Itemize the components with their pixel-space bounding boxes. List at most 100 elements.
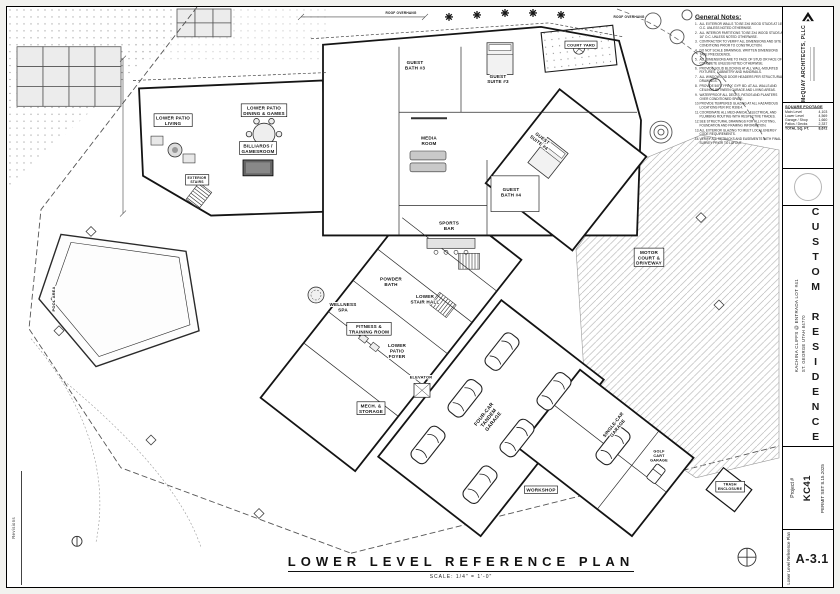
plan-title: LOWER LEVEL REFERENCE PLAN <box>287 554 635 572</box>
general-notes-list: 1.ALL EXTERIOR WALLS TO BE 2X6 WOOD STUD… <box>695 23 785 146</box>
room-label: ROOF OVERHANG <box>384 10 417 16</box>
svg-text:WORKSHOP: WORKSHOP <box>526 487 555 492</box>
svg-text:MECH. &STORAGE: MECH. &STORAGE <box>359 403 383 413</box>
general-note-item: 5.ALL DIMENSIONS ARE TO FACE OF STUD OR … <box>695 57 782 66</box>
svg-text:ROOF OVERHANG: ROOF OVERHANG <box>385 11 416 15</box>
general-note-item: 4.DO NOT SCALE DRAWINGS. WRITTEN DIMENSI… <box>695 49 778 57</box>
interior-walls <box>303 46 667 510</box>
general-notes-heading: General Notes: <box>695 13 742 21</box>
firm-section: McQUAY ARCHITECTS, PLLC <box>783 7 833 103</box>
room-label: BILLIARDS /GAMESROOM <box>239 141 277 155</box>
svg-text:BILLIARDS /GAMESROOM: BILLIARDS /GAMESROOM <box>242 143 275 153</box>
elevator-icon <box>413 382 431 398</box>
firepit-icon <box>150 135 196 164</box>
plan-caption: LOWER LEVEL REFERENCE PLAN SCALE: 1/4" =… <box>251 553 671 580</box>
sqft-row: TOTAL SQ. FT.8,672 <box>785 126 828 131</box>
general-note-item: 11.COORDINATE ALL MECHANICAL, ELECTRICAL… <box>695 111 777 119</box>
project-address: KACHINA CLIFFS @ ENTRADA LOT #41 ST. GEO… <box>794 279 806 373</box>
svg-text:GUESTSUITE #3: GUESTSUITE #3 <box>487 73 509 83</box>
plant-icon <box>528 8 538 18</box>
svg-text:POOL AREA: POOL AREA <box>50 286 55 311</box>
room-label: FITNESS &TRAINING ROOM <box>346 322 392 336</box>
general-notes: General Notes: 1.ALL EXTERIOR WALLS TO B… <box>695 11 785 187</box>
bed-icon <box>486 42 514 75</box>
paver-grid <box>16 8 232 107</box>
svg-text:ROOF OVERHANG: ROOF OVERHANG <box>613 15 644 19</box>
general-note-item: 8.PROVIDE 5/8" TYPE 'X' GYP. BD. AT ALL … <box>695 84 777 92</box>
project-number: KC41 <box>802 475 814 502</box>
billiards-table-icon <box>242 159 274 177</box>
plant-icon <box>472 10 482 20</box>
project-number-label: Project # <box>789 478 796 499</box>
svg-text:FITNESS &TRAINING ROOM: FITNESS &TRAINING ROOM <box>349 324 389 334</box>
project-title: CUSTOM RESIDENCE <box>809 205 822 446</box>
sheet-number: A-3.1 <box>795 551 829 566</box>
project-section: KACHINA CLIFFS @ ENTRADA LOT #41 ST. GEO… <box>783 206 833 447</box>
general-note-item: 6.PROVIDE SOLID BLOCKING AT ALL WALL-MOU… <box>695 66 779 75</box>
project-address-line1: KACHINA CLIFFS @ ENTRADA LOT #41 <box>794 279 800 373</box>
gym-equipment-icon <box>358 333 380 353</box>
plant-icon <box>556 10 566 20</box>
bar-counter-icon <box>426 238 476 255</box>
firm-address <box>809 46 815 81</box>
media-seating-icon <box>409 117 447 173</box>
general-note-item: 14.VERIFY ALL SETBACKS AND EASEMENTS WIT… <box>695 137 781 146</box>
sheet-number-section: Lower Level Reference Plan A-3.1 <box>783 530 833 587</box>
general-note-item: 9.WATERPROOF ALL DECKS, PATIOS AND PLANT… <box>695 93 778 101</box>
general-note-item: 12.SEE STRUCTURAL DRAWINGS FOR ALL FOOTI… <box>695 119 776 128</box>
general-note-item: 1.ALL EXTERIOR WALLS TO BE 2X6 WOOD STUD… <box>695 22 783 30</box>
firm-name: McQUAY ARCHITECTS, PLLC <box>800 25 807 102</box>
sheet-name: Lower Level Reference Plan <box>786 532 792 585</box>
svg-text:ELEVATOR: ELEVATOR <box>410 374 433 379</box>
property-line <box>28 7 352 554</box>
tree-icon <box>644 9 722 144</box>
general-note-item: 7.ALL WINDOW AND DOOR HEADERS PER STRUCT… <box>695 75 783 84</box>
terrain-layer <box>7 7 780 554</box>
grid-marker-icon <box>145 434 157 446</box>
revisions-label: Revisions <box>10 517 16 539</box>
room-label: POOL AREA <box>49 285 56 312</box>
north-arrow-icon <box>71 535 757 567</box>
room-label: ROOF OVERHANG <box>612 14 645 20</box>
permit-set-label: PERMIT SET 8.15.2025 <box>819 463 825 513</box>
project-number-section: Project # KC41 PERMIT SET 8.15.2025 <box>783 447 833 531</box>
room-label: MECH. &STORAGE <box>356 401 386 415</box>
annotation-layer <box>53 13 757 567</box>
architect-stamp <box>794 172 822 201</box>
plan-scale: SCALE: 1/4" = 1'-0" <box>429 574 493 580</box>
revisions-strip: Revisions <box>7 471 22 585</box>
room-label: COURT YARD <box>564 40 598 49</box>
grid-marker-icon <box>253 508 265 519</box>
firm-logo-icon <box>802 11 814 22</box>
general-note-item: 3.CONTRACTOR TO VERIFY ALL DIMENSIONS AN… <box>695 40 782 48</box>
dimension-line <box>119 13 429 217</box>
